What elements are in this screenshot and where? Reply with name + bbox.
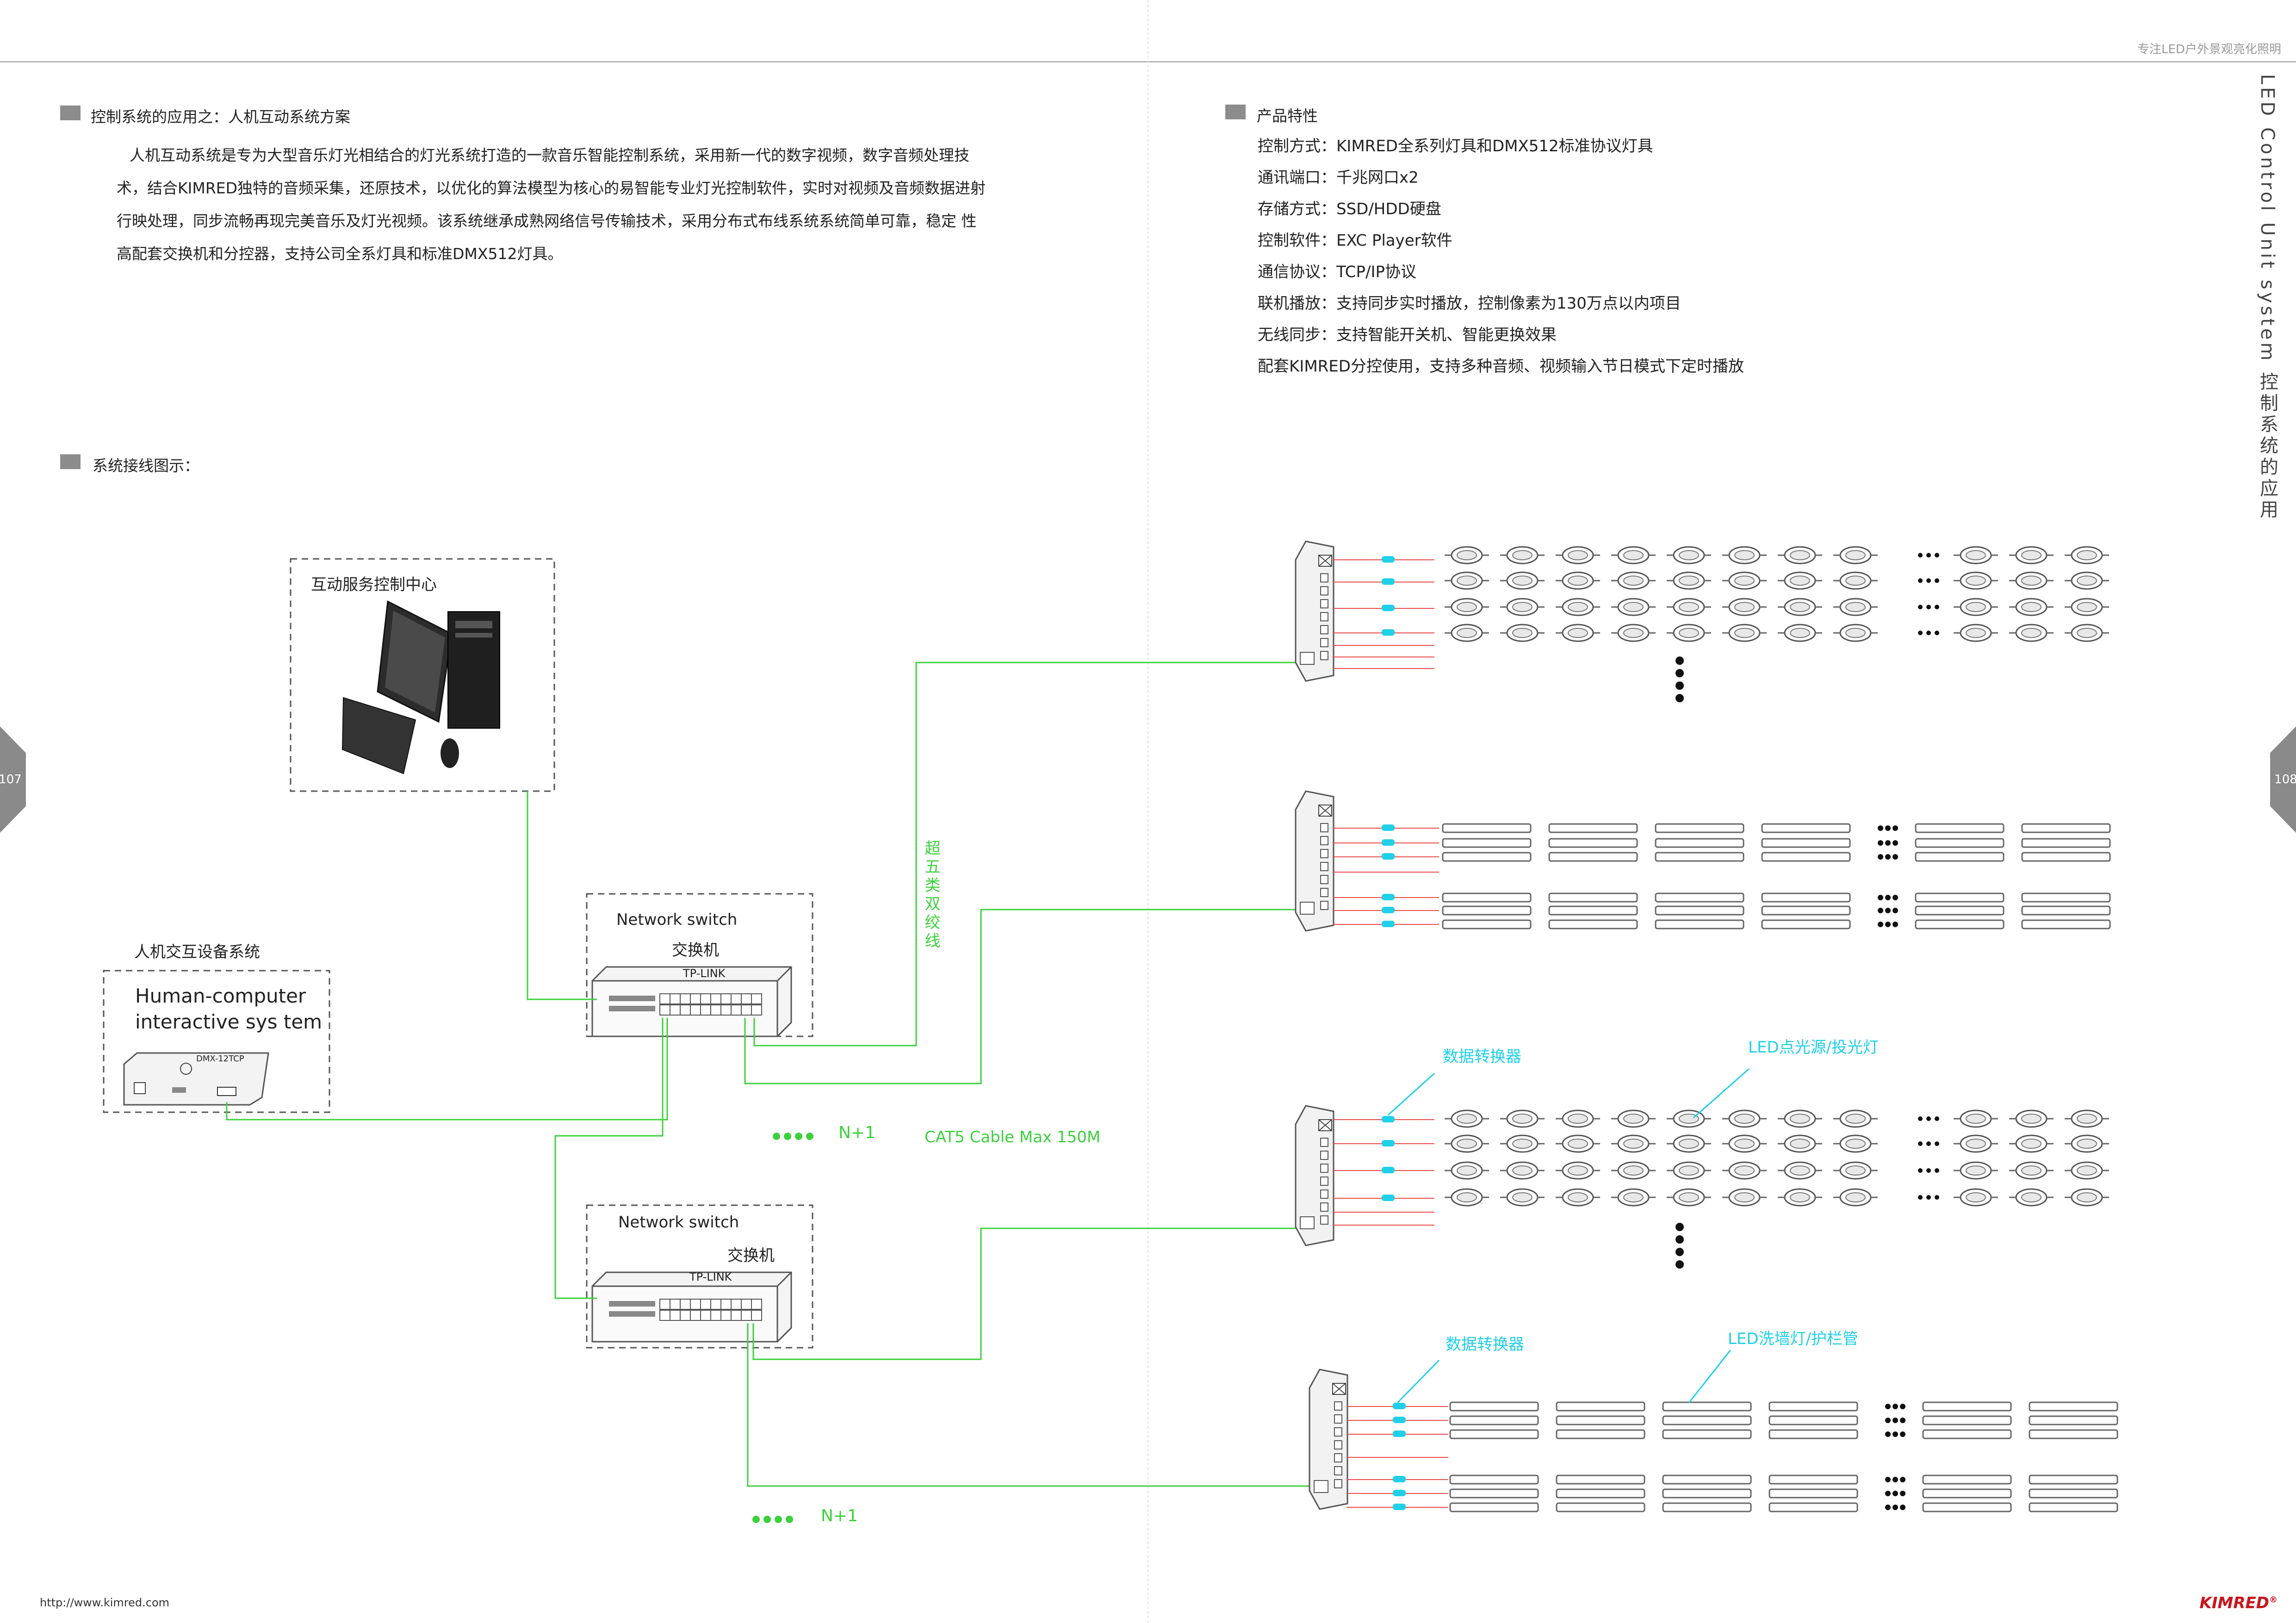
hci-box bbox=[103, 970, 330, 1113]
section-marker-icon bbox=[1225, 105, 1246, 119]
server-label: 互动服务控制中心 bbox=[311, 576, 437, 594]
converter-label-2: 数据转换器 bbox=[1446, 1335, 1524, 1354]
side-title-en: LED Control Unit system bbox=[2257, 74, 2278, 364]
hci-label: 人机交互设备系统 bbox=[134, 943, 260, 961]
switch1-zh-label: 交换机 bbox=[672, 941, 719, 960]
hci-en-line2: interactive sys tem bbox=[135, 1010, 323, 1033]
features-title: 产品特性 bbox=[1257, 107, 1318, 125]
feature-item: 存储方式：SSD/HDD硬盘 bbox=[1258, 200, 1441, 218]
callout-lines bbox=[1387, 1068, 1750, 1404]
led-tube-array-2 bbox=[1449, 1401, 2118, 1512]
n-plus-1-label: N+1 bbox=[838, 1123, 875, 1142]
feature-item: 配套KIMRED分控使用，支持多种音频、视频输入节日模式下定时播放 bbox=[1258, 357, 1744, 376]
page-number-right: 108 bbox=[2274, 773, 2296, 787]
led-tube-array-1 bbox=[1442, 823, 2111, 929]
continuation-dots bbox=[1675, 553, 1939, 1510]
converter-label-1: 数据转换器 bbox=[1443, 1047, 1521, 1066]
section-marker-icon bbox=[60, 454, 81, 469]
dmx-controller-icon bbox=[123, 1052, 269, 1106]
side-title-zh: 控制系统的应用 bbox=[2257, 372, 2278, 521]
side-title: LED Control Unit system 控制系统的应用 bbox=[2253, 74, 2282, 521]
dmx-model-label: DMX-12TCP bbox=[196, 1054, 244, 1064]
switch2-box bbox=[586, 1204, 813, 1349]
led-point-array-1 bbox=[1444, 546, 2110, 642]
section-marker-icon bbox=[60, 105, 81, 120]
section2-title: 系统接线图示： bbox=[93, 457, 199, 475]
data-converter-icons bbox=[1382, 556, 1406, 1510]
controller-2-icon bbox=[1295, 790, 1334, 932]
intro-paragraph: 人机互动系统是专为大型音乐灯光相结合的灯光系统打造的一款音乐智能控制系统，采用新… bbox=[117, 146, 986, 263]
controller-1-icon bbox=[1295, 540, 1334, 682]
features-list: 控制方式：KIMRED全系列灯具和DMX512标准协议灯具 通讯端口：千兆网口x… bbox=[1258, 130, 1744, 382]
led-wash-label: LED洗墙灯/护栏管 bbox=[1728, 1330, 1859, 1348]
cable-type-label: 超五类双绞线 bbox=[922, 840, 940, 951]
hci-en-line1: Human-computer bbox=[135, 985, 306, 1007]
feature-item: 联机播放：支持同步实时播放，控制像素为130万点以内项目 bbox=[1258, 294, 1681, 313]
feature-item: 控制软件：EXC Player软件 bbox=[1258, 231, 1452, 250]
more-switches-dots bbox=[752, 1133, 813, 1523]
switch2-brand: TP-LINK bbox=[689, 1270, 732, 1283]
led-point-array-2 bbox=[1444, 1109, 2110, 1207]
section1-title: 控制系统的应用之：人机互动系统方案 bbox=[91, 108, 350, 126]
feature-item: 通信协议：TCP/IP协议 bbox=[1258, 263, 1417, 281]
server-box bbox=[290, 558, 555, 792]
switch1-brand: TP-LINK bbox=[683, 967, 726, 980]
header-tagline: 专注LED户外景观亮化照明 bbox=[2137, 43, 2281, 56]
computer-icon bbox=[341, 600, 500, 774]
brand-logo: KIMRED® bbox=[2199, 1594, 2277, 1612]
footer-url[interactable]: http://www.kimred.com bbox=[40, 1596, 170, 1609]
controller-4-icon bbox=[1309, 1369, 1348, 1510]
led-point-label: LED点光源/投光灯 bbox=[1748, 1038, 1879, 1057]
data-lines bbox=[1333, 559, 1448, 1508]
switch1-en-label: Network switch bbox=[616, 911, 738, 929]
switch2-zh-label: 交换机 bbox=[727, 1246, 775, 1265]
controller-3-icon bbox=[1295, 1105, 1334, 1246]
feature-item: 控制方式：KIMRED全系列灯具和DMX512标准协议灯具 bbox=[1258, 137, 1653, 155]
page-number-left: 107 bbox=[0, 773, 22, 787]
switch2-en-label: Network switch bbox=[618, 1213, 739, 1232]
n-plus-1-label-b: N+1 bbox=[821, 1506, 858, 1525]
feature-item: 通讯端口：千兆网口x2 bbox=[1258, 168, 1419, 187]
cat5-cables bbox=[226, 662, 1309, 1487]
feature-item: 无线同步：支持智能开关机、智能更换效果 bbox=[1258, 326, 1557, 344]
cable-note: CAT5 Cable Max 150M bbox=[925, 1128, 1101, 1146]
